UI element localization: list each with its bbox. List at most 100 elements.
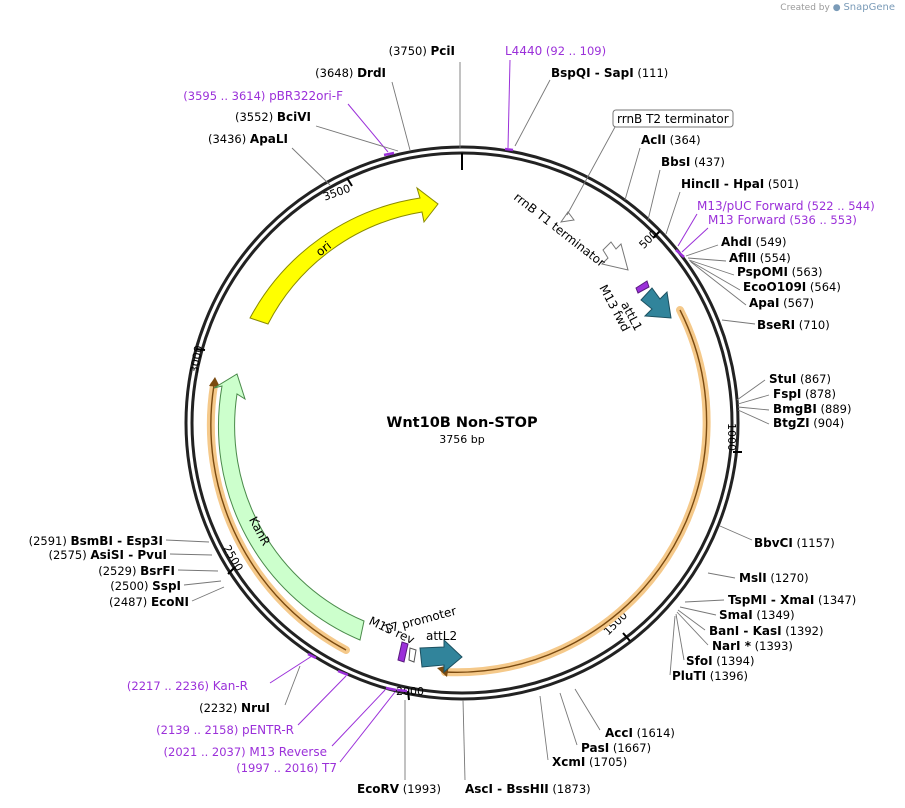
site-label[interactable]: AhdI (549) [721, 235, 786, 249]
site-label[interactable]: (3750) PciI [389, 44, 455, 58]
site-leader-line [462, 699, 466, 781]
rrnb-t2-terminator-arrow[interactable] [559, 211, 575, 223]
site-name: ApaLI [250, 132, 288, 146]
site-label[interactable]: SmaI (1349) [719, 608, 795, 622]
site-position: (1394) [713, 654, 755, 668]
site-name: BciVI [277, 110, 311, 124]
site-leader-line [737, 409, 770, 425]
site-position: (867) [796, 372, 831, 386]
site-label[interactable]: EcoRV (1993) [357, 782, 441, 796]
site-label[interactable]: PspOMI (563) [737, 265, 823, 279]
ruler-tick-mark [346, 177, 353, 187]
ruler-tick-label: 500 [637, 228, 661, 252]
site-label[interactable]: SfoI (1394) [686, 654, 754, 668]
site-name: PasI [581, 741, 609, 755]
site-label[interactable]: BbvCI (1157) [754, 536, 835, 550]
site-label[interactable]: (3648) DrdI [315, 66, 386, 80]
site-label[interactable]: M13 Forward (536 .. 553) [708, 213, 857, 227]
attl2-arrow[interactable] [419, 638, 463, 674]
site-label[interactable]: BmgBI (889) [773, 402, 851, 416]
site-label[interactable]: BbsI (437) [661, 155, 725, 169]
site-label[interactable]: AflII (554) [729, 251, 791, 265]
site-name: NruI [241, 701, 270, 715]
site-label[interactable]: BseRI (710) [757, 318, 830, 332]
attl1-arrow[interactable] [640, 287, 672, 319]
site-name: PspOMI [737, 265, 788, 279]
kanr-arrow[interactable] [213, 373, 365, 641]
site-position: (1993) [399, 782, 441, 796]
site-label[interactable]: FspI (878) [773, 387, 836, 401]
site-label[interactable]: (3552) BciVI [235, 110, 311, 124]
site-name: SfoI [686, 654, 713, 668]
site-name: M13 Forward [708, 213, 786, 227]
site-name: AccI [605, 726, 633, 740]
site-position: (563) [788, 265, 823, 279]
site-label[interactable]: (2575) AsiSI - PvuI [48, 548, 167, 562]
site-leader-line [681, 227, 709, 253]
site-name: EcoNI [151, 595, 189, 609]
primer-mark-t7 [396, 688, 408, 693]
site-leader-line [165, 539, 210, 543]
site-label[interactable]: PasI (1667) [581, 741, 651, 755]
site-leader-line [177, 569, 219, 572]
site-leader-line [675, 613, 685, 661]
site-position: (564) [806, 280, 841, 294]
site-label[interactable]: (2021 .. 2037) M13 Reverse [164, 745, 327, 759]
site-label[interactable]: (2529) BsrFI [98, 564, 175, 578]
rrnb-t2-label-box [612, 109, 734, 128]
site-position: (549) [752, 235, 787, 249]
site-label[interactable]: MslI (1270) [739, 571, 809, 585]
site-leader-line [690, 261, 747, 306]
site-label[interactable]: (2139 .. 2158) pENTR-R [156, 723, 294, 737]
site-label[interactable]: NarI * (1393) [712, 639, 793, 653]
ruler-tick-label: 3500 [321, 182, 352, 204]
site-label[interactable]: AclI (364) [641, 133, 701, 147]
site-label[interactable]: BanI - KasI (1392) [709, 624, 824, 638]
site-leader-line [679, 606, 717, 616]
site-position: (2021 .. 2037) [164, 745, 250, 759]
rrnb-t1-terminator-arrow[interactable] [601, 241, 629, 271]
primer-mark-pentr [337, 669, 349, 677]
m13-fwd-marker[interactable] [635, 280, 650, 294]
site-label[interactable]: XcmI (1705) [552, 755, 627, 769]
site-label[interactable]: (2217 .. 2236) Kan-R [127, 679, 248, 693]
site-label[interactable]: ApaI (567) [749, 296, 814, 310]
site-label[interactable]: (3436) ApaLI [208, 132, 288, 146]
t7-promoter-marker[interactable] [408, 647, 417, 663]
site-label[interactable]: TspMI - XmaI (1347) [728, 593, 856, 607]
site-label[interactable]: (2591) BsmBI - Esp3I [29, 534, 163, 548]
ruler-tick-mark [407, 690, 410, 701]
site-name: AclI [641, 133, 666, 147]
site-label[interactable]: (3595 .. 3614) pBR322ori-F [183, 89, 343, 103]
site-position: (1157) [793, 536, 835, 550]
site-label[interactable]: (2232) NruI [199, 701, 270, 715]
site-name: BspQI - SapI [551, 66, 634, 80]
site-label[interactable]: StuI (867) [769, 372, 831, 386]
site-name: AflII [729, 251, 756, 265]
site-label[interactable]: AccI (1614) [605, 726, 675, 740]
m13-rev-marker[interactable] [397, 641, 409, 663]
site-label[interactable]: BtgZI (904) [773, 416, 844, 430]
site-label[interactable]: (2500) SspI [110, 579, 181, 593]
snapgene-credit: Created by ● SnapGene [780, 2, 895, 13]
site-label[interactable]: (2487) EcoNI [109, 595, 189, 609]
site-label[interactable]: L4440 (92 .. 109) [505, 44, 606, 58]
attl2-label: attL2 [426, 629, 457, 643]
site-name: L4440 [505, 44, 542, 58]
site-label[interactable]: EcoO109I (564) [743, 280, 841, 294]
site-label[interactable]: HincII - HpaI (501) [681, 177, 799, 191]
site-name: AsiSI - PvuI [90, 548, 167, 562]
site-label[interactable]: BspQI - SapI (111) [551, 66, 668, 80]
ori-arrow[interactable] [249, 186, 439, 325]
site-label[interactable]: PluTI (1396) [672, 669, 748, 683]
site-position: (1873) [549, 782, 591, 796]
site-name: SspI [152, 579, 181, 593]
site-label[interactable]: AscI - BssHII (1873) [465, 782, 591, 796]
site-label[interactable]: (1997 .. 2016) T7 [236, 761, 337, 775]
site-label[interactable]: M13/pUC Forward (522 .. 544) [697, 199, 875, 213]
site-position: (2487) [109, 595, 151, 609]
site-leader-line [736, 379, 766, 401]
ruler-tick-mark [195, 348, 206, 351]
orf-wnt10b-arc[interactable] [441, 306, 711, 677]
